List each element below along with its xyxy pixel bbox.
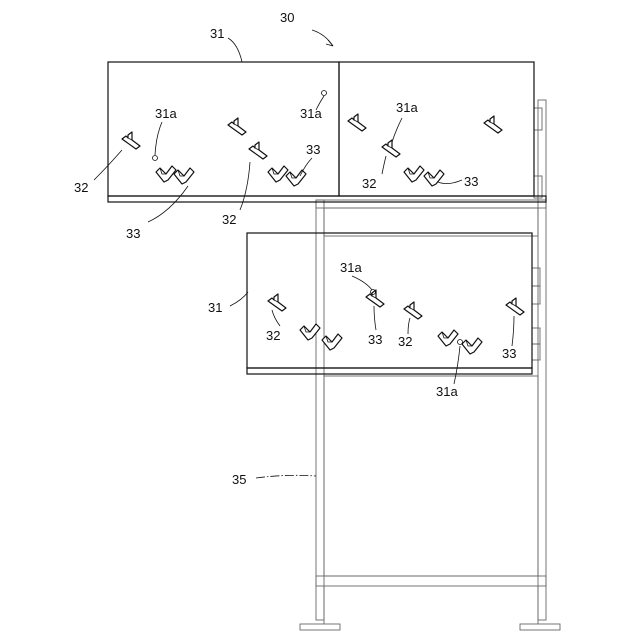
frame-tab: [532, 268, 540, 286]
member-33: [300, 324, 320, 340]
member-33: [286, 170, 306, 186]
frame-left-post: [316, 200, 324, 620]
leader-lines: [94, 30, 514, 478]
label-35: 35: [232, 472, 246, 487]
label-33-right-box: 33: [464, 174, 478, 189]
member-32: [506, 298, 524, 315]
label-33-top-center: 33: [306, 142, 320, 157]
label-31a-middle-bottom: 31a: [436, 384, 458, 399]
member-32: [348, 114, 366, 131]
label-33-middle-right: 33: [502, 346, 516, 361]
middle-shelf: [247, 233, 532, 374]
frame-bottom-rail: [316, 576, 546, 586]
member-33: [424, 170, 444, 186]
member-32: [382, 140, 400, 157]
label-32-middle-right: 32: [398, 334, 412, 349]
member-32: [404, 302, 422, 319]
frame-upper-panel: [324, 208, 538, 236]
member-33: [322, 334, 342, 350]
member-33: [438, 330, 458, 346]
label-33-bottom-left: 33: [126, 226, 140, 241]
label-32-left: 32: [74, 180, 88, 195]
label-31-middle: 31: [208, 300, 222, 315]
frame-lower-panel: [324, 376, 538, 576]
label-31a-top-left: 31a: [155, 106, 177, 121]
member-32: [268, 294, 286, 311]
label-31a-right-box: 31a: [396, 100, 418, 115]
member-32: [484, 116, 502, 133]
frame-right-foot: [520, 624, 560, 630]
label-33-middle-center: 33: [368, 332, 382, 347]
label-31a-middle-top: 31a: [340, 260, 362, 275]
label-30: 30: [280, 10, 294, 25]
member-33: [156, 166, 176, 182]
member-32: [228, 118, 246, 135]
frame-tab: [532, 328, 540, 344]
hole-31a: [458, 340, 463, 345]
frame-tab: [532, 344, 540, 360]
shelf-base-plate: [247, 368, 532, 374]
hole-31a: [322, 91, 327, 96]
frame-top-rail: [316, 200, 546, 208]
member-33: [174, 168, 194, 184]
member-32: [249, 142, 267, 159]
reference-labels: 30 31 31a 31a 32 33 32 33 31a 32 33 31 3…: [74, 10, 516, 487]
label-32-top-center: 32: [222, 212, 236, 227]
frame-tab: [532, 286, 540, 304]
member-33: [268, 166, 288, 182]
hole-31a: [153, 156, 158, 161]
shelf-base-plate: [108, 196, 546, 202]
label-32-middle-left: 32: [266, 328, 280, 343]
shelf-box-middle: [247, 233, 532, 368]
member-33: [404, 166, 424, 182]
label-31a-top-right: 31a: [300, 106, 322, 121]
member-32: [122, 132, 140, 149]
label-31-top: 31: [210, 26, 224, 41]
frame-left-foot: [300, 624, 340, 630]
member-32: [366, 290, 384, 307]
top-shelf: [108, 62, 546, 202]
label-32-right-box: 32: [362, 176, 376, 191]
member-33: [462, 338, 482, 354]
